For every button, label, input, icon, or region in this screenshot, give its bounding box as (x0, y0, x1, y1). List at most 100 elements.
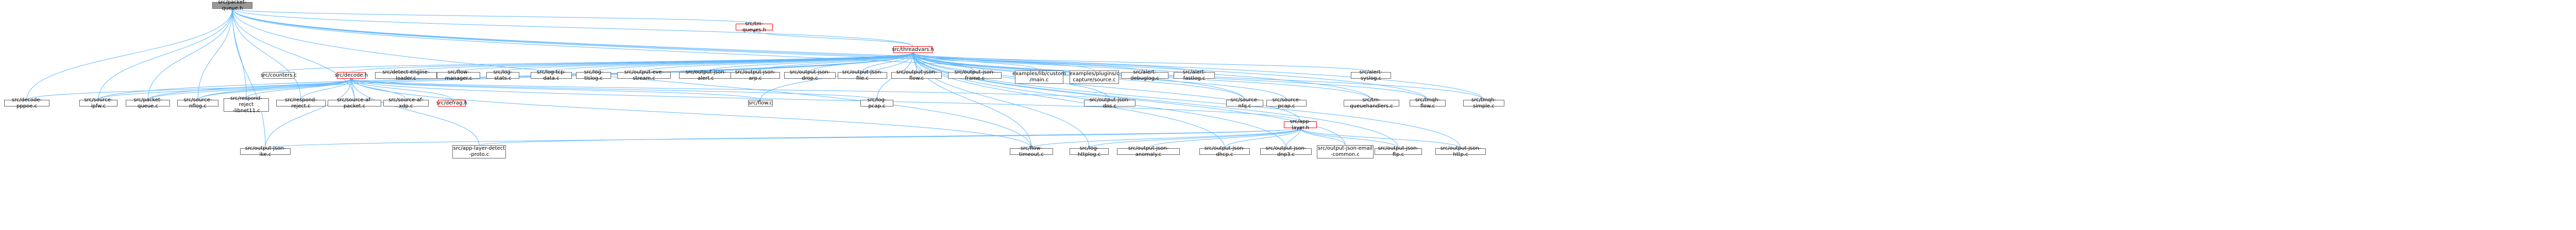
node-label: src/detect-engine-loader.c (382, 69, 430, 81)
edge-threadvars-h-to-alert-fastlog-c (911, 52, 1195, 73)
node-output-json-dns-c[interactable]: src/output-json-dns.c (1084, 97, 1136, 109)
node-examples-lib-custom-main-c[interactable]: examples/lib/custom /main.c (1012, 70, 1066, 84)
node-respond-reject-libnet11-c[interactable]: src/respond-reject -libnet11.c (224, 96, 269, 114)
node-label: src/alert-syslog.c (1359, 69, 1383, 81)
node-label: src/output-json-dns.c (1089, 97, 1130, 109)
edge-threadvars-h-to-alert-debuglog-c (911, 52, 1145, 73)
node-output-json-ftp-c[interactable]: src/output-json-ftp.c (1375, 146, 1422, 157)
node-label: src/output-json-email -common.c (1317, 146, 1373, 157)
edge-app-layer-h-to-flow-timeout-c (1031, 128, 1302, 149)
node-output-json-dhcp-c[interactable]: src/output-json-dhcp.c (1199, 145, 1250, 157)
node-output-json-dnp3-c[interactable]: src/output-json-dnp3.c (1260, 145, 1312, 157)
edge-decode-h-to-flow-c (349, 78, 761, 100)
edge-packet-queue-h-to-tmqh-simple-c (230, 8, 1484, 100)
node-log-httplog-c[interactable]: src/log-httplog.c (1070, 146, 1109, 157)
edge-app-layer-h-to-output-json-ike-c (265, 127, 1302, 149)
node-detect-engine-loader-c[interactable]: src/detect-engine-loader.c (375, 69, 437, 81)
node-output-json-arp-c[interactable]: src/output-json-arp.c (731, 69, 780, 81)
node-flow-c[interactable]: src/flow.c (748, 100, 773, 107)
edge-app-layer-h-to-log-httplog-c (1089, 128, 1302, 149)
node-log-tlslog-c[interactable]: src/log-tlslog.c (576, 69, 611, 81)
node-tmqh-flow-c[interactable]: src/tmqh-flow.c (1410, 97, 1446, 109)
edge-threadvars-h-to-output-json-ftp-c (911, 52, 1399, 149)
node-label: src/output-json-dnp3.c (1265, 145, 1307, 157)
node-app-layer-h[interactable]: src/app-layer.h (1284, 118, 1317, 131)
node-counters-c[interactable]: src/counters.c (261, 72, 297, 79)
node-label: src/source-nfq.c (1230, 97, 1259, 109)
node-source-pcap-c[interactable]: src/source-pcap.c (1266, 97, 1307, 109)
edge-threadvars-h-to-flow-c (760, 52, 915, 100)
node-source-af-xdp-c[interactable]: src/source-af-xdp.c (383, 97, 429, 109)
node-log-tcp-data-c[interactable]: src/log-tcp-data.c (531, 69, 572, 81)
node-label: src/alert-debuglog.c (1130, 69, 1159, 81)
node-output-json-alert-c[interactable]: src/output-json-alert.c (679, 69, 733, 81)
node-tm-queues-h[interactable]: src/tm-queues.h (736, 21, 773, 33)
edge-decode-h-to-log-pcap-c (349, 78, 877, 100)
node-output-json-drop-c[interactable]: src/output-json-drop.c (784, 69, 836, 81)
node-label: src/output-json-flow.c (896, 69, 937, 81)
node-label: src/tmqh-flow.c (1415, 97, 1440, 109)
edge-decode-h-to-app-layer-h (349, 78, 1301, 122)
node-output-json-frame-c[interactable]: src/output-json-frame.c (948, 69, 1002, 81)
node-decode-ppp-c[interactable]: src/decode-pppoe.c (4, 97, 49, 109)
edge-threadvars-h-to-output-json-alert-c (705, 52, 915, 73)
node-decode-h[interactable]: src/decode.h (334, 72, 368, 79)
node-alert-debuglog-c[interactable]: src/alert-debuglog.c (1121, 69, 1168, 81)
node-label: src/app-layer-detect -proto.c (453, 146, 505, 157)
node-output-json-ike-c[interactable]: src/output-json-ike.c (240, 146, 291, 157)
node-label: src/app-layer.h (1290, 118, 1311, 131)
node-label: src/source-af-packet.c (337, 97, 372, 109)
node-label: src/output-json-frame.c (954, 69, 995, 81)
node-label: src/respond-reject.c (285, 97, 317, 109)
node-label: src/log-tlslog.c (584, 69, 603, 81)
edge-app-layer-h-to-output-json-dhcp-c (1224, 128, 1302, 149)
edge-app-layer-h-to-output-json-ftp-c (1298, 128, 1399, 149)
node-threadvars-h[interactable]: src/threadvars.h (892, 46, 934, 53)
edge-decode-h-to-output-json-ike-c (265, 78, 353, 149)
node-source-ipfw-c[interactable]: src/source-ipfw.c (79, 97, 117, 109)
node-label: examples/lib/custom /main.c (1012, 71, 1066, 83)
node-packet-queue-h[interactable]: src/packet-queue.h (212, 0, 252, 11)
node-label: src/tm-queuehandlers.c (1350, 97, 1393, 109)
node-output-json-file-c[interactable]: src/output-json-file.c (838, 69, 887, 81)
node-source-nfq-c[interactable]: src/source-nfq.c (1226, 97, 1263, 109)
node-output-json-anomaly-c[interactable]: src/output-json-anomaly.c (1117, 146, 1180, 157)
node-output-eve-stream-c[interactable]: src/output-eve-stream.c (617, 69, 671, 81)
node-label: src/flow-manager.c (445, 69, 472, 81)
node-source-nflog-c[interactable]: src/source-nflog.c (177, 97, 218, 109)
node-tm-queuehandlers-c[interactable]: src/tm-queuehandlers.c (1344, 97, 1399, 109)
node-label: src/log-stats.c (493, 69, 513, 81)
node-app-layer-detect-proto-c[interactable]: src/app-layer-detect -proto.c (452, 145, 506, 158)
node-output-json-flow-c[interactable]: src/output-json-flow.c (891, 69, 942, 81)
node-output-json-email-common-c[interactable]: src/output-json-email -common.c (1317, 145, 1374, 158)
node-output-json-http-c[interactable]: src/output-json-http.c (1435, 146, 1486, 157)
edge-threadvars-h-to-app-layer-h (911, 52, 1301, 122)
node-label: src/decode.h (334, 72, 368, 78)
node-source-af-packet-c[interactable]: src/source-af-packet.c (328, 97, 381, 109)
edge-threadvars-h-to-output-json-http-c (911, 52, 1461, 149)
node-examples-plugins-capture-source-c[interactable]: examples/plugins/c capture/source.c (1070, 70, 1119, 84)
node-log-stats-c[interactable]: src/log-stats.c (486, 69, 519, 81)
node-packet-queue-c[interactable]: src/packet-queue.c (126, 97, 170, 109)
node-flow-manager-c[interactable]: src/flow-manager.c (437, 69, 480, 81)
edge-decode-h-to-decode-ppp-c (26, 78, 353, 100)
node-log-pcap-c[interactable]: src/log-pcap.c (860, 97, 893, 109)
edge-tm-queues-h-to-threadvars-h (752, 30, 913, 47)
edge-packet-queue-h-to-source-ipfw-c (98, 8, 234, 100)
node-label: src/output-json-arp.c (735, 69, 776, 81)
node-alert-syslog-c[interactable]: src/alert-syslog.c (1351, 69, 1391, 81)
edge-packet-queue-h-to-packet-queue-c (147, 8, 234, 100)
node-defrag-h[interactable]: src/defrag.h (436, 100, 467, 107)
node-respond-reject-c[interactable]: src/respond-reject.c (276, 97, 326, 109)
node-flow-timeout-c[interactable]: src/flow-timeout.c (1010, 145, 1053, 157)
node-label: src/tm-queues.h (742, 21, 767, 33)
edge-decode-h-to-output-json-dns-c (349, 78, 1110, 100)
node-label: src/flow-timeout.c (1019, 145, 1044, 157)
edge-packet-queue-h-to-tm-queues-h (230, 8, 755, 24)
node-alert-fastlog-c[interactable]: src/alert-fastlog.c (1174, 69, 1215, 81)
edge-decode-h-to-source-nflog-c (197, 78, 353, 100)
node-label: src/output-json-dhcp.c (1204, 145, 1245, 157)
node-tmqh-simple-c[interactable]: src/tmqh-simple.c (1463, 97, 1504, 109)
